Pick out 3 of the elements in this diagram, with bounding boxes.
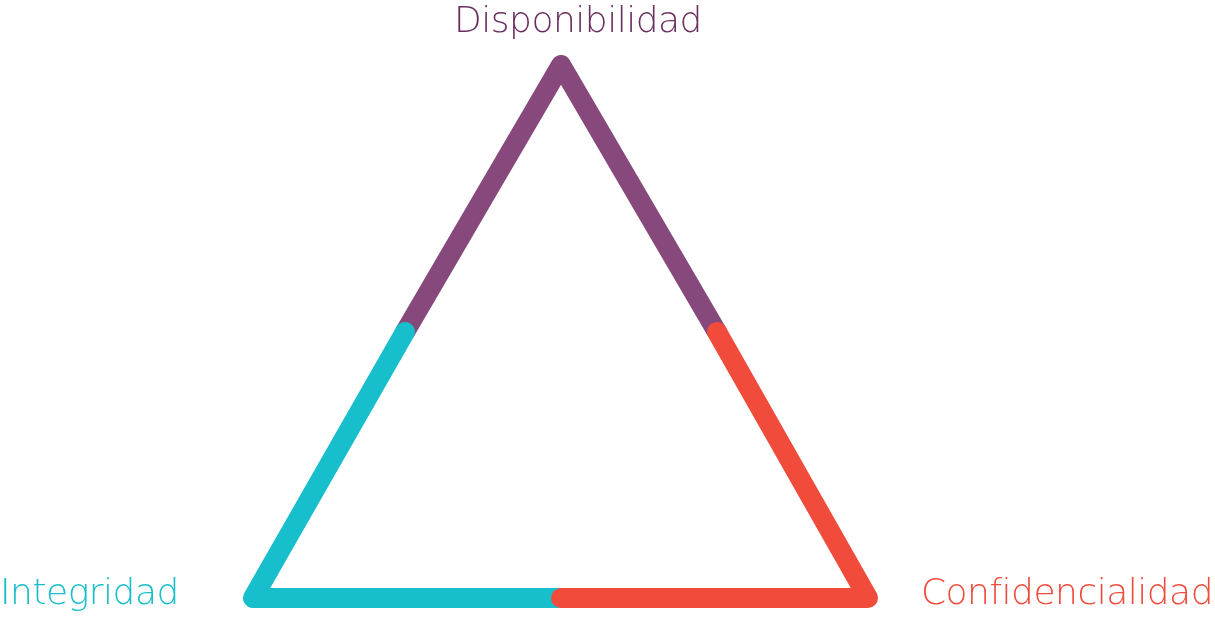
vertex-label: Integridad	[0, 570, 179, 614]
vertex-label: Disponibilidad	[454, 0, 702, 42]
vertex-label: Confidencialidad	[920, 570, 1213, 614]
